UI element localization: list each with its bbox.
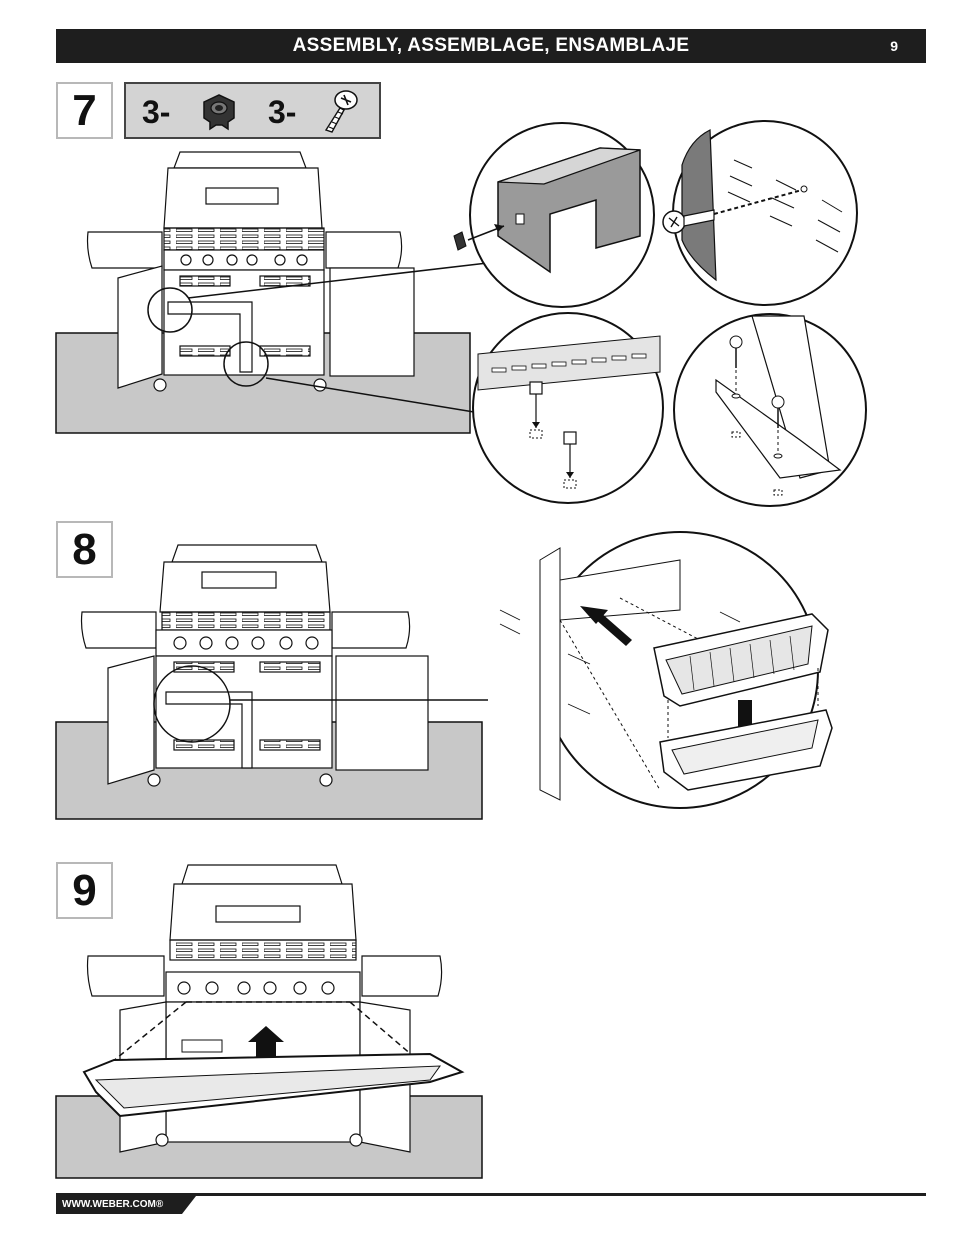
step-8-illustration [55, 531, 833, 820]
grill-step8 [80, 544, 429, 787]
step-number-7: 7 [56, 82, 113, 139]
step-7-illustration [55, 120, 867, 507]
detail-clip-nuts [472, 312, 664, 504]
detail-base-screws [673, 313, 867, 507]
part-qty-clip-nut: 3- [142, 94, 171, 130]
footer-tab [56, 1196, 196, 1214]
screw-icon [324, 90, 358, 133]
grill-step7 [86, 151, 415, 392]
step-number-8: 8 [56, 521, 113, 578]
detail-grease-tray [499, 531, 833, 809]
step-number-9: 9 [56, 862, 113, 919]
header-bar: ASSEMBLY, ASSEMBLAGE, ENSAMBLAJE 9 [56, 29, 926, 63]
clip-nut-icon [203, 94, 235, 131]
part-qty-screw: 3- [268, 94, 297, 130]
parts-box: 3- 3- [124, 82, 381, 139]
footer-url[interactable]: WWW.WEBER.COM® [62, 1199, 164, 1210]
step-9-illustration [55, 864, 483, 1179]
footer-rule [56, 1193, 926, 1196]
page-title: ASSEMBLY, ASSEMBLAGE, ENSAMBLAJE [292, 35, 690, 56]
detail-screw [662, 120, 858, 306]
detail-frame-corner [453, 122, 655, 308]
page-number: 9 [890, 38, 898, 54]
